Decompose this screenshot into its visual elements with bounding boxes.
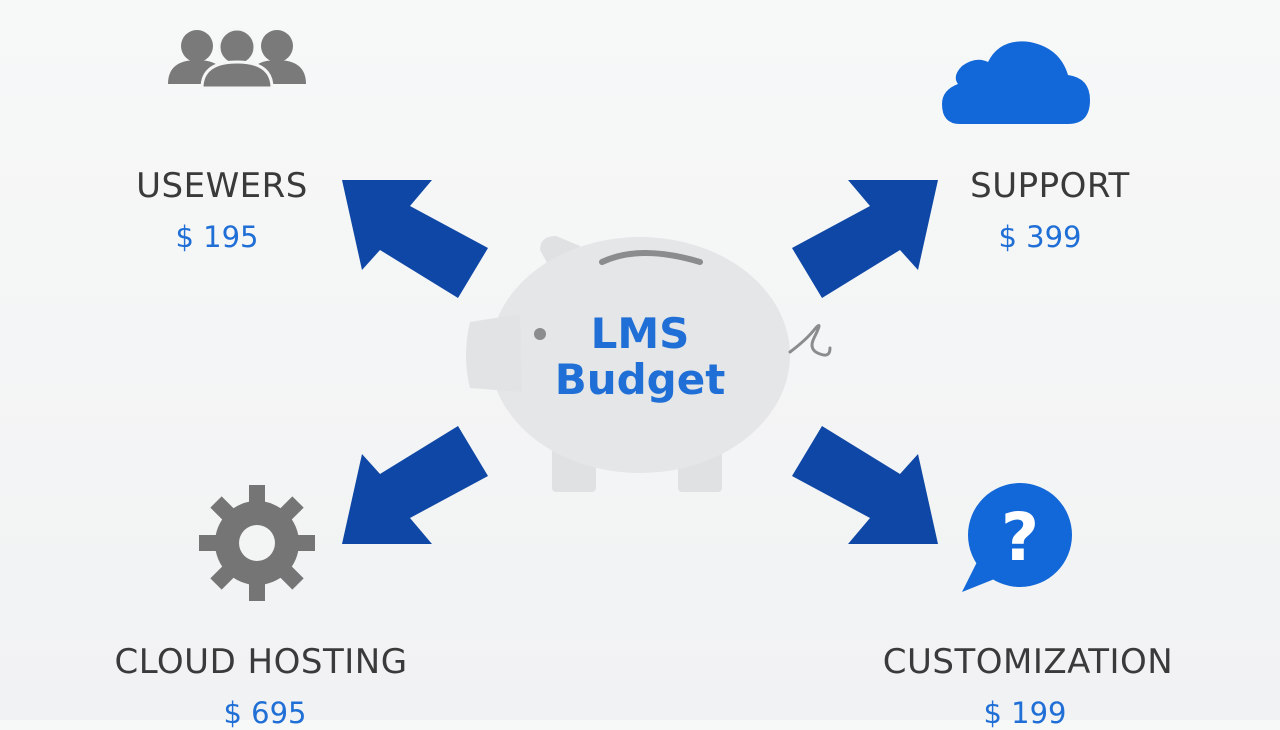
arrow-to-support bbox=[792, 180, 938, 298]
customization-label: CUSTOMIZATION bbox=[882, 642, 1174, 682]
question-bubble-icon: ? bbox=[962, 483, 1072, 592]
users-group-icon bbox=[168, 27, 306, 90]
svg-text:?: ? bbox=[1001, 499, 1039, 576]
support-amount: $ 399 bbox=[998, 220, 1082, 254]
cloud-hosting-label: CLOUD HOSTING bbox=[114, 642, 408, 682]
users-amount: $ 195 bbox=[175, 220, 259, 254]
piggy-title-line2: Budget bbox=[555, 355, 726, 404]
piggy-bank-icon: LMS Budget bbox=[466, 236, 832, 492]
users-label: USEWERS bbox=[136, 166, 308, 206]
cloud-hosting-amount: $ 695 bbox=[223, 696, 307, 730]
cloud-icon bbox=[942, 41, 1090, 124]
arrow-to-customization bbox=[792, 426, 938, 544]
arrow-to-hosting bbox=[342, 426, 488, 544]
support-label: SUPPORT bbox=[970, 166, 1130, 206]
customization-amount: $ 199 bbox=[983, 696, 1067, 730]
arrow-to-users bbox=[342, 180, 488, 298]
gear-icon bbox=[199, 485, 315, 601]
piggy-title-line1: LMS bbox=[591, 309, 690, 358]
